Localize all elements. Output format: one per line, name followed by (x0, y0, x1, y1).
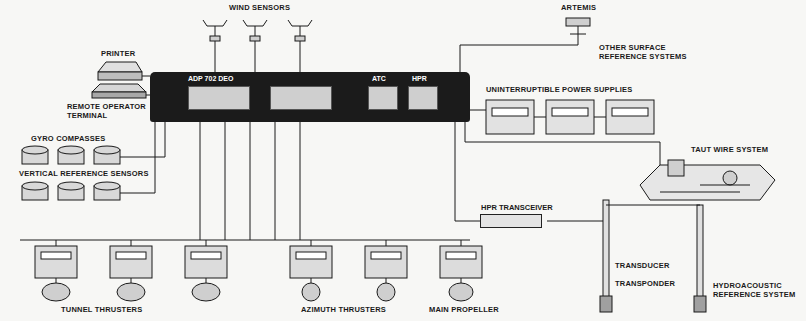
part-label: TRANSPONDER (614, 280, 676, 289)
console-screen (368, 86, 398, 110)
ups-units (470, 100, 654, 134)
vertical-reference-icons (22, 122, 155, 200)
taut-wire-system (465, 122, 775, 200)
part-label: UNINTERRUPTIBLE POWER SUPPLIES (485, 86, 633, 95)
cable-connector (455, 122, 480, 221)
part-label: REMOTE OPERATOR TERMINAL (66, 103, 148, 120)
part-label: VERTICAL REFERENCE SENSORS (18, 170, 150, 179)
part-label: OTHER SURFACE REFERENCE SYSTEMS (598, 44, 710, 61)
console-screen (408, 86, 438, 110)
part-label: TAUT WIRE SYSTEM (690, 146, 769, 155)
part-label: AZIMUTH THRUSTERS (300, 306, 387, 315)
wind-sensor-icons (203, 20, 312, 72)
artemis-antenna (460, 18, 590, 72)
hydroacoustic-poles (547, 200, 706, 312)
console-label: ADP 702 DEO (188, 75, 233, 82)
transceiver-box: HPR TRANSCEIVER (480, 203, 554, 228)
part-label: GYRO COMPASSES (30, 135, 106, 144)
console-screen (270, 86, 332, 110)
console-label: HPR (412, 75, 427, 82)
transceiver-unit (480, 214, 542, 228)
part-label: TRANSDUCER (614, 262, 671, 271)
part-label: MAIN PROPELLER (428, 306, 500, 315)
dp-console: ADP 702 DEO ATC HPR (150, 72, 470, 122)
console-label: ATC (372, 75, 386, 82)
console-screen (188, 86, 250, 110)
box-heading: HPR TRANSCEIVER (480, 203, 554, 212)
gyro-compass-icons (22, 122, 165, 164)
part-label: HYDROACOUSTIC REFERENCE SYSTEM (712, 282, 800, 299)
cable-line (455, 122, 480, 221)
part-label: PRINTER (100, 50, 136, 59)
part-label: ARTEMIS (560, 4, 597, 13)
printer-and-terminal (92, 62, 150, 98)
part-label: TUNNEL THRUSTERS (60, 306, 143, 315)
part-label: WIND SENSORS (228, 4, 291, 13)
thruster-bus (20, 122, 482, 301)
